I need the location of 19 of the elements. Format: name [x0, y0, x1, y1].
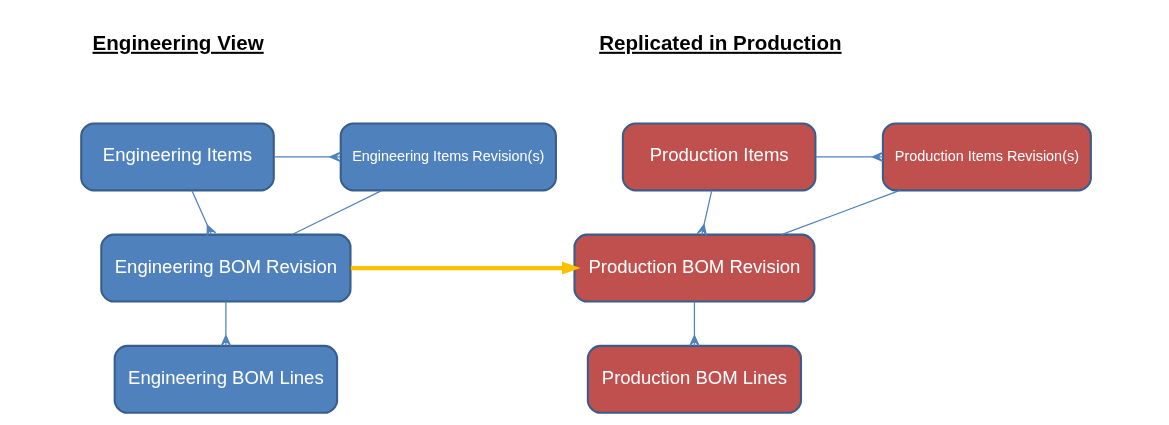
label: Replicated in Production [599, 30, 842, 54]
connector [273, 151, 342, 163]
node-box: Production BOM Revision [573, 233, 816, 303]
connector [815, 151, 884, 163]
connector [191, 189, 217, 238]
label: Engineering View [92, 30, 264, 54]
node-box: Engineering BOM Revision [100, 233, 352, 303]
node-box: Production BOM Lines [586, 344, 803, 414]
node-box: Engineering Items [80, 122, 275, 192]
node-box: Production Items Revision(s) [881, 122, 1092, 192]
connector [689, 300, 700, 347]
node-box: Production Items [621, 122, 817, 192]
connector [220, 300, 232, 347]
connector [696, 189, 713, 237]
node-box: Engineering BOM Lines [113, 344, 339, 414]
node-box: Engineering Items Revision(s) [339, 122, 557, 192]
arrow [350, 261, 581, 275]
connector [780, 189, 901, 236]
connector [291, 189, 383, 236]
